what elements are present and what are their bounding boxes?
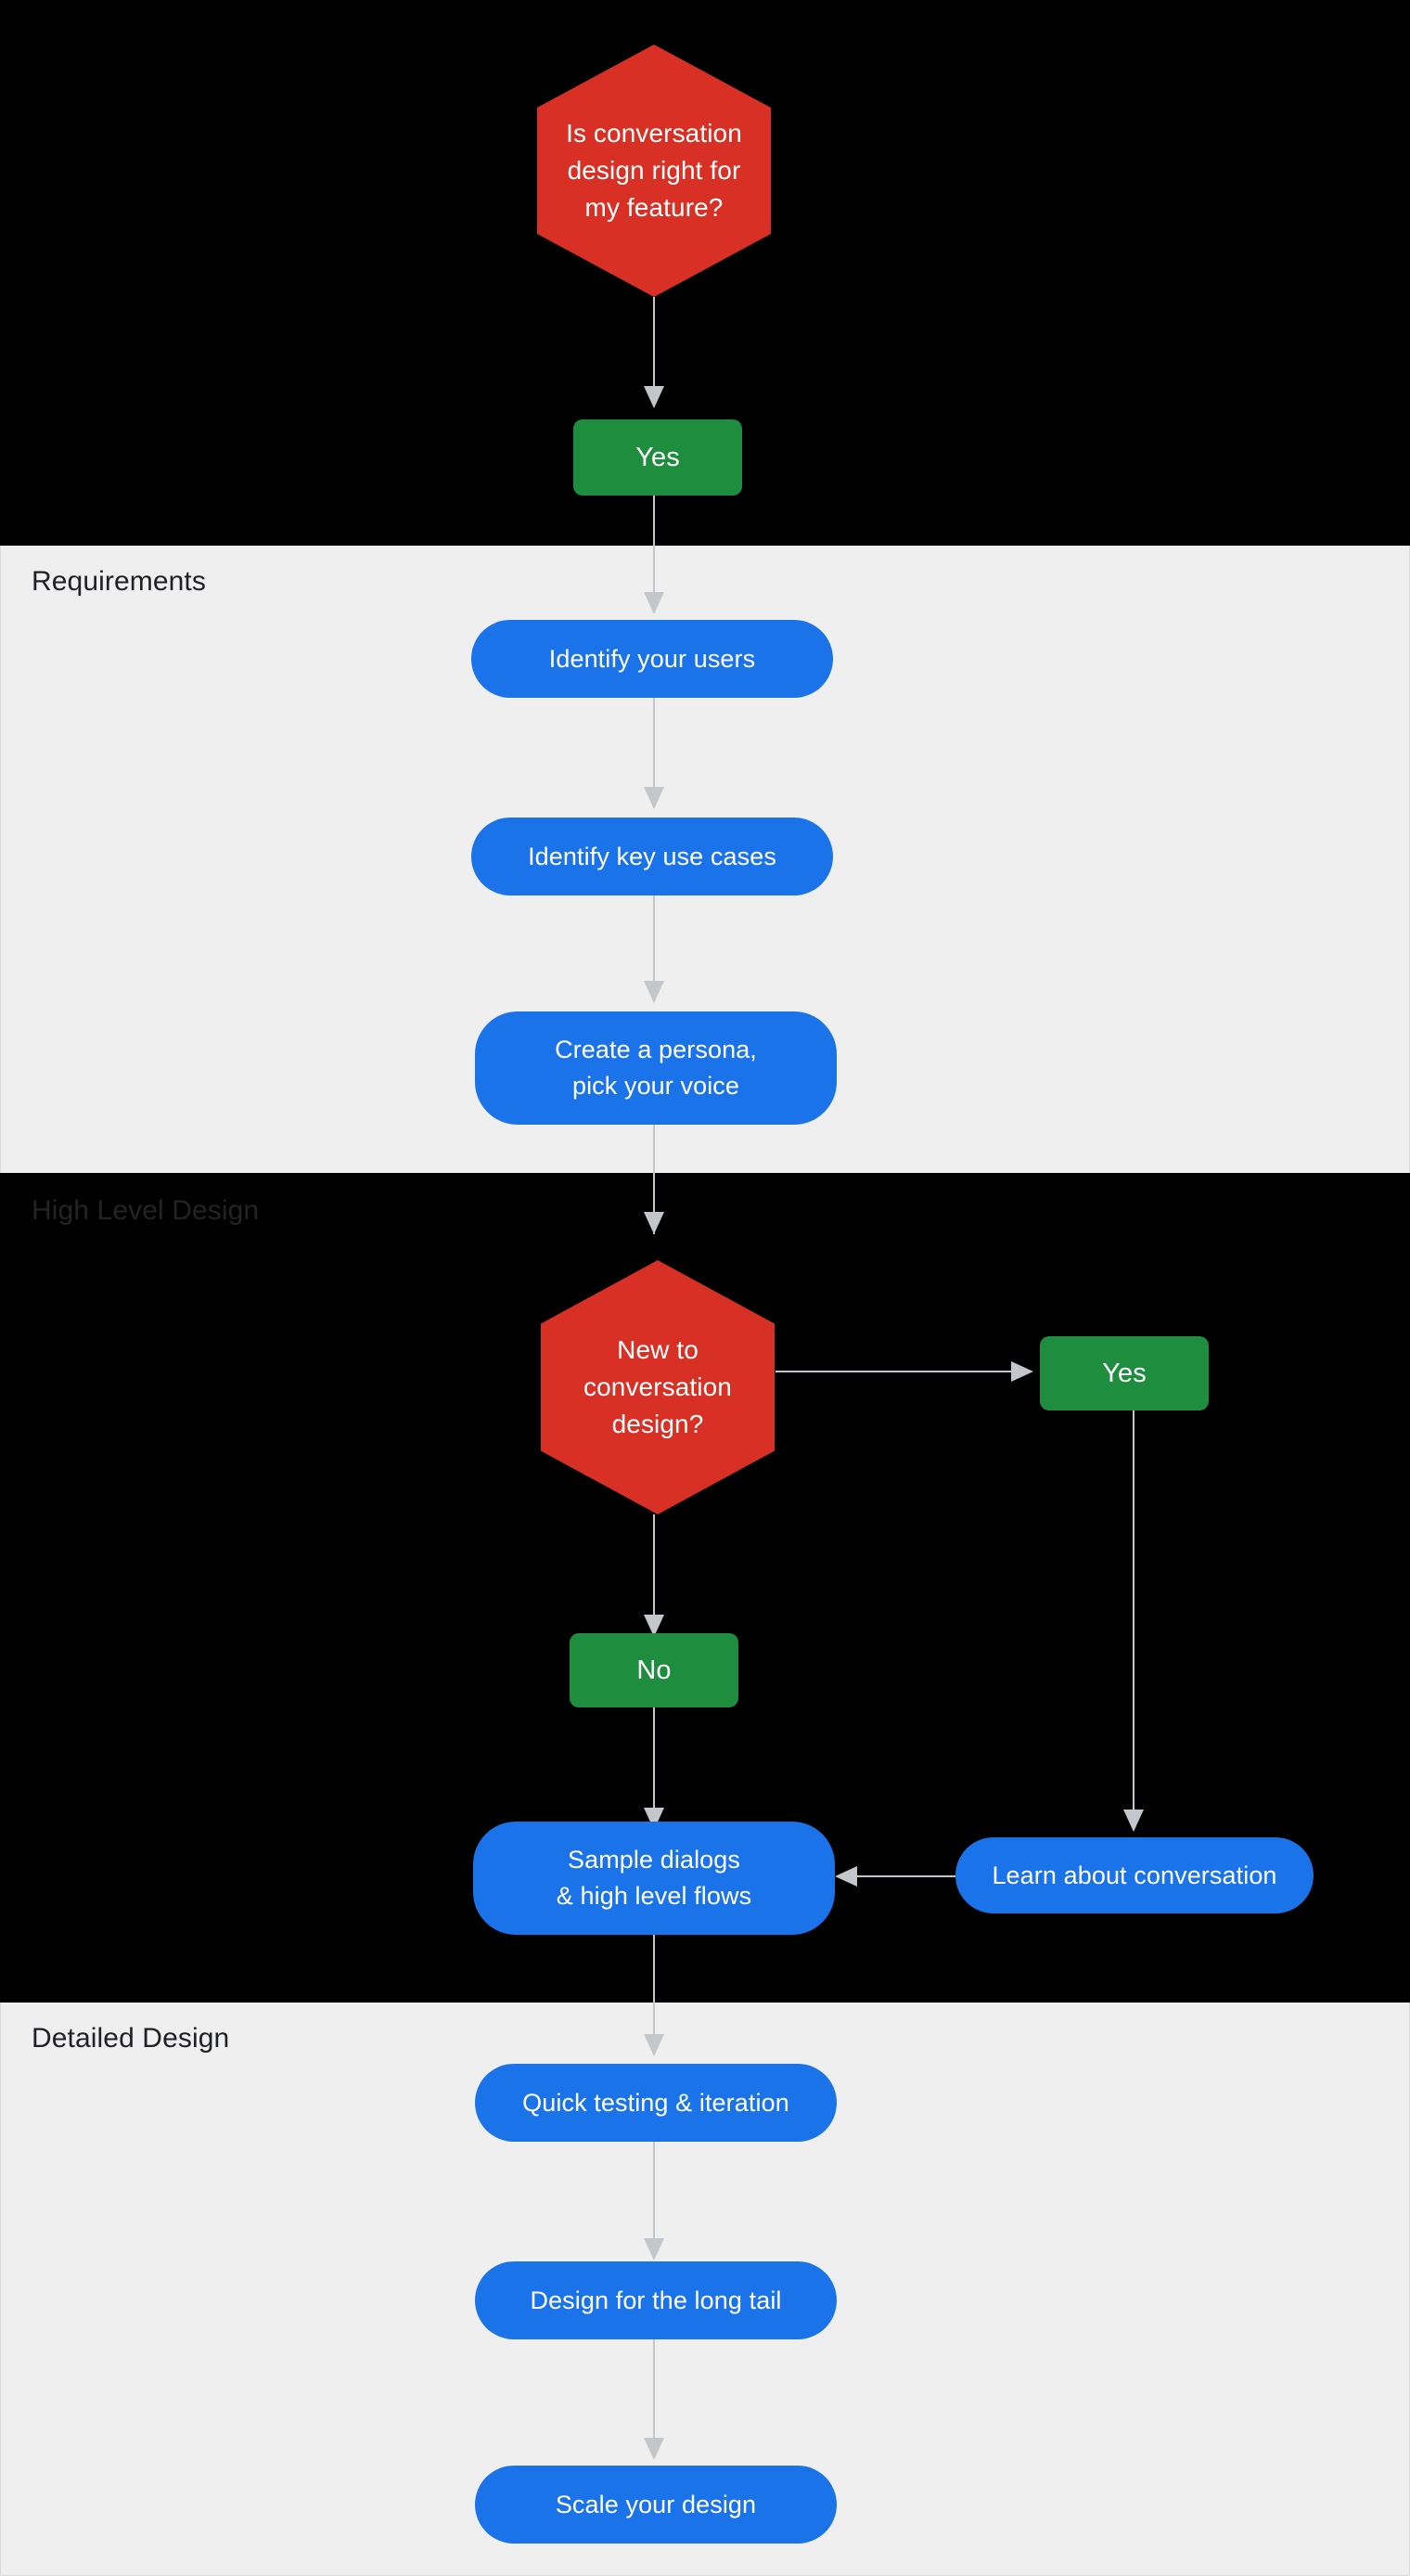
connector-decision1-yes1 xyxy=(653,297,655,399)
step-node-learn-about-conversation[interactable]: Learn about conversation xyxy=(955,1837,1314,1913)
step-node-scale-your-design[interactable]: Scale your design xyxy=(475,2466,837,2544)
step-node-label: Create a persona, pick your voice xyxy=(555,1032,757,1104)
step-node-create-persona-pick-voice[interactable]: Create a persona, pick your voice xyxy=(475,1011,837,1125)
decision-line-1: New to xyxy=(617,1335,699,1365)
arrowhead-long-tail-scale xyxy=(644,2438,664,2460)
step-node-label: Identify your users xyxy=(548,644,756,673)
band-edge-left xyxy=(0,2003,1,2576)
connector-sample-dialogs-quick-testing xyxy=(653,1935,655,2052)
step-node-label: Quick testing & iteration xyxy=(522,2088,789,2117)
decision-line-2: conversation xyxy=(583,1372,732,1402)
answer-node-no[interactable]: No xyxy=(570,1633,738,1707)
arrowhead-sample-dialogs-quick-testing xyxy=(644,2034,664,2056)
arrowhead-persona-decision2 xyxy=(644,1212,664,1234)
connector-yes2-learn xyxy=(1133,1410,1134,1819)
answer-node-yes-right[interactable]: Yes xyxy=(1040,1336,1209,1410)
arrowhead-quick-testing-long-tail xyxy=(644,2238,664,2260)
section-label-detailed-design: Detailed Design xyxy=(32,2023,230,2054)
arrowhead-yes1-identify-users xyxy=(644,592,664,614)
connector-long-tail-scale xyxy=(653,2339,655,2456)
arrowhead-decision2-no2 xyxy=(644,1615,664,1637)
decision-node-is-conversation-design-right[interactable]: Is conversation design right for my feat… xyxy=(537,45,771,297)
connector-decision2-no2 xyxy=(653,1514,655,1635)
step-node-identify-your-users[interactable]: Identify your users xyxy=(471,620,833,698)
connector-no2-sample-dialogs xyxy=(653,1707,655,1826)
step-node-label: Design for the long tail xyxy=(530,2286,782,2314)
arrowhead-yes2-learn xyxy=(1123,1810,1144,1832)
connector-identify-users-use-cases xyxy=(653,698,655,805)
step-node-design-for-long-tail[interactable]: Design for the long tail xyxy=(475,2261,837,2339)
step-node-label: Learn about conversation xyxy=(992,1861,1277,1889)
answer-node-label: Yes xyxy=(1102,1358,1147,1388)
arrowhead-use-cases-persona xyxy=(644,981,664,1003)
connector-use-cases-persona xyxy=(653,895,655,999)
answer-node-label: Yes xyxy=(635,442,680,472)
answer-node-label: No xyxy=(636,1655,672,1685)
step-node-label: Sample dialogs & high level flows xyxy=(557,1842,751,1914)
arrowhead-decision2-yes2 xyxy=(1011,1361,1033,1382)
step-node-sample-dialogs-high-level-flows[interactable]: Sample dialogs & high level flows xyxy=(473,1822,835,1935)
arrowhead-identify-users-use-cases xyxy=(644,787,664,809)
band-edge-left xyxy=(0,546,1,1173)
decision-line-1: Is conversation xyxy=(566,119,742,148)
step-node-label: Identify key use cases xyxy=(528,842,776,870)
connector-decision2-yes2 xyxy=(776,1371,1026,1372)
answer-node-yes-top[interactable]: Yes xyxy=(573,419,742,496)
connector-persona-decision2 xyxy=(653,1125,655,1234)
step-line-2: & high level flows xyxy=(556,1882,752,1910)
step-node-identify-key-use-cases[interactable]: Identify key use cases xyxy=(471,818,833,895)
connector-quick-testing-long-tail xyxy=(653,2142,655,2257)
decision-line-3: my feature? xyxy=(584,192,724,222)
step-node-quick-testing-iteration[interactable]: Quick testing & iteration xyxy=(475,2064,837,2142)
step-node-label: Scale your design xyxy=(555,2490,757,2518)
arrowhead-decision1-yes1 xyxy=(644,386,664,408)
section-label-high-level-design: High Level Design xyxy=(32,1195,260,1226)
arrowhead-learn-sample-dialogs xyxy=(835,1866,857,1887)
decision-line-3: design? xyxy=(611,1409,704,1438)
step-line-1: Create a persona, xyxy=(555,1035,757,1063)
decision-line-2: design right for xyxy=(567,156,741,186)
section-label-requirements: Requirements xyxy=(32,566,206,597)
step-line-2: pick your voice xyxy=(571,1072,740,1100)
connector-learn-sample-dialogs xyxy=(852,1875,955,1877)
step-line-1: Sample dialogs xyxy=(567,1845,740,1874)
decision-node-label: Is conversation design right for my feat… xyxy=(549,115,759,225)
decision-node-label: New to conversation design? xyxy=(567,1332,749,1442)
connector-yes1-identify-users xyxy=(653,496,655,611)
